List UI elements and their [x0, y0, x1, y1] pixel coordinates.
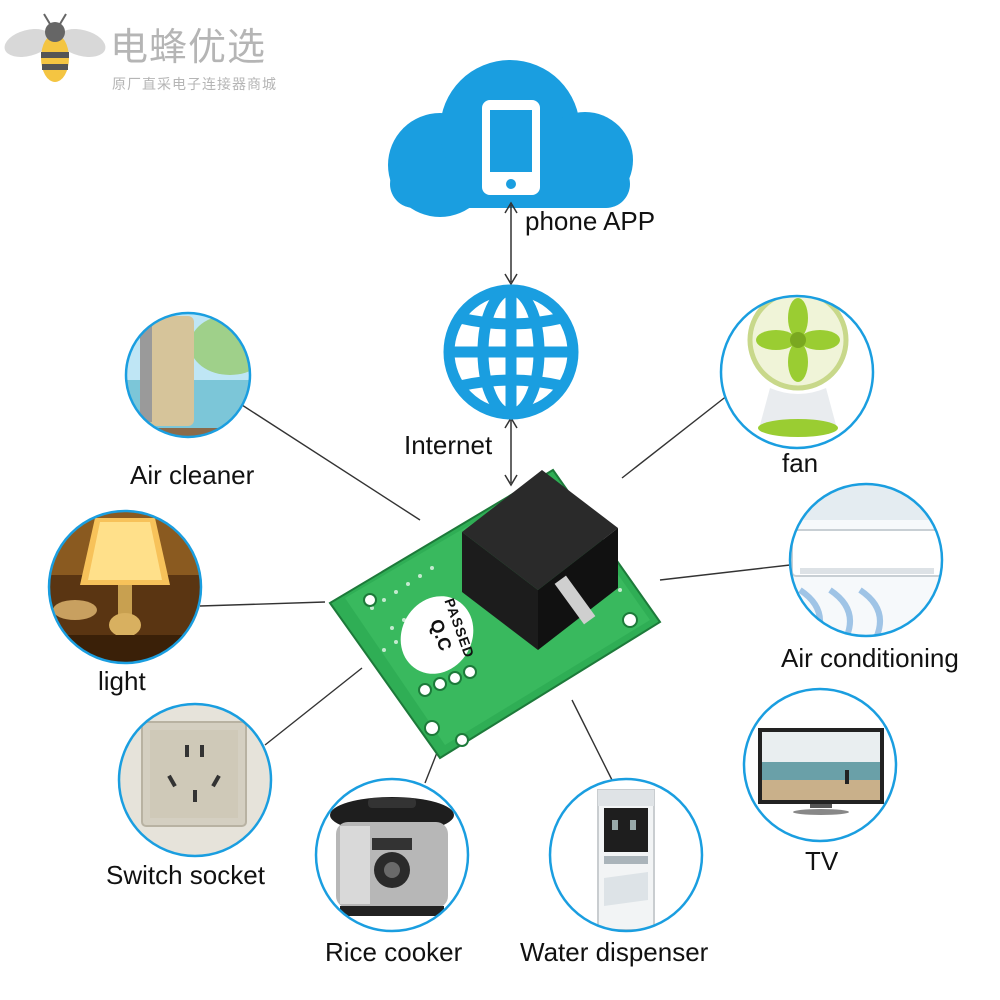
cloud-internet-arrow: [504, 201, 518, 286]
device-fan: [719, 294, 875, 450]
relay-block: [462, 470, 618, 650]
device-air-conditioning: [788, 482, 944, 638]
tv-label: TV: [805, 846, 839, 876]
air-conditioning-label: Air conditioning: [781, 643, 959, 673]
brand-name: 电蜂优选: [110, 25, 267, 69]
device-rice-cooker: [314, 777, 470, 933]
smartphone-icon: [482, 100, 540, 195]
device-air-cleaner: [124, 311, 252, 439]
device-light: [47, 509, 203, 665]
device-water-dispenser: [548, 777, 704, 933]
phone-app-label: phone APP: [525, 206, 656, 236]
globe-icon: [443, 284, 579, 420]
switch-socket-label: Switch socket: [106, 860, 265, 890]
internet-label: Internet: [404, 430, 493, 460]
fan-label: fan: [782, 448, 819, 478]
air-cleaner-label: Air cleaner: [130, 460, 255, 490]
rice-cooker-label: Rice cooker: [325, 937, 463, 967]
light-label: light: [98, 666, 146, 696]
internet-module-arrow: [504, 416, 518, 487]
bee-icon: [4, 13, 106, 82]
brand-tagline: 原厂直采电子连接器商城: [112, 77, 277, 93]
connector-lines: [199, 394, 791, 784]
device-tv: [742, 687, 898, 843]
device-switch-socket: [117, 702, 273, 858]
water-dispenser-label: Water dispenser: [520, 937, 709, 967]
